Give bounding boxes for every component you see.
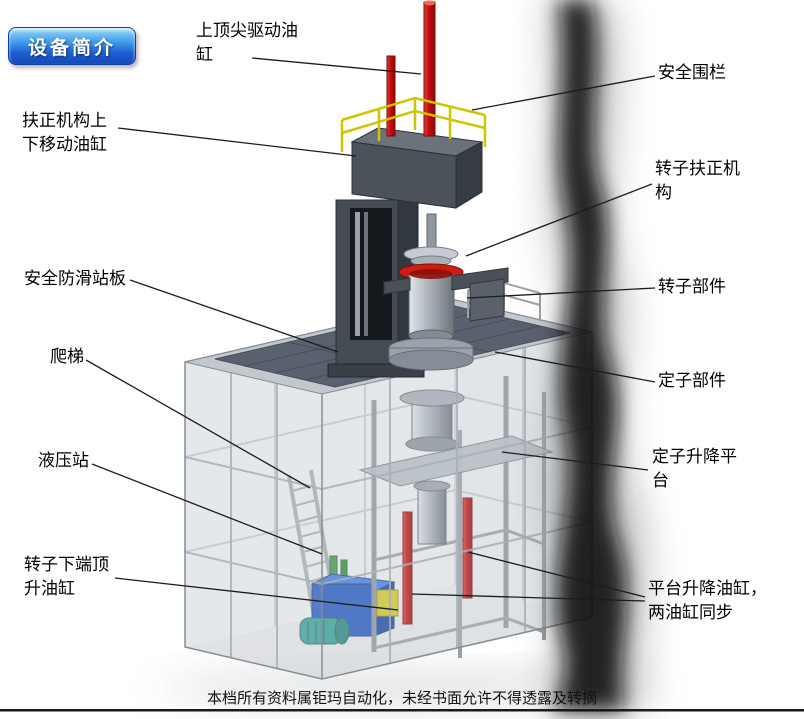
label-centering-cylinder: 扶正机构上下移动油缸 — [22, 111, 107, 155]
leader-hydraulic-station — [91, 463, 323, 555]
leader-centering-cylinder — [117, 127, 357, 157]
leader-anti-slip-platform — [129, 279, 339, 353]
label-anti-slip-platform: 安全防滑站板 — [24, 269, 126, 289]
rotor-assembly — [383, 213, 509, 371]
press-column — [327, 189, 425, 378]
label-platform-cylinders: 平台升降油缸，两油缸同步 — [648, 579, 767, 623]
slide-title-badge: 设备简介 — [8, 27, 136, 65]
enclosure-back — [184, 300, 593, 679]
leader-rotor-component — [466, 287, 656, 299]
label-rotor-component: 转子部件 — [658, 277, 726, 297]
ground-shadow — [160, 672, 620, 704]
top-drive-cylinders — [386, 0, 436, 137]
shadow-smoke — [545, 0, 650, 710]
leader-stator-lift-platform — [501, 451, 649, 471]
safety-fence — [340, 96, 487, 152]
head-assembly — [350, 127, 484, 209]
label-hydraulic-station: 液压站 — [38, 451, 89, 471]
leader-rotor-centering — [465, 183, 653, 257]
leader-stator-component — [494, 351, 656, 383]
leader-safety-fence — [471, 75, 656, 111]
leader-ladder — [85, 359, 311, 489]
label-top-tip-cylinder: 上顶尖驱动油缸 — [196, 21, 298, 65]
slide-title: 设备简介 — [27, 36, 116, 59]
leader-rotor-jack-cylinder — [114, 577, 399, 611]
leader-platform-cylinders-a — [467, 551, 646, 598]
label-stator-lift-platform: 定子升降平台 — [652, 447, 737, 491]
label-rotor-jack-cylinder: 转子下端顶升油缸 — [24, 555, 109, 599]
label-safety-fence: 安全围栏 — [658, 63, 726, 83]
platform-lift-cylinders — [402, 497, 473, 625]
label-stator-component: 定子部件 — [658, 371, 726, 391]
leader-lines — [85, 57, 656, 611]
enclosure-front — [184, 332, 593, 679]
copyright-footer: 本档所有资料属钜玛自动化，未经书面允许不得透露及转摘 — [206, 689, 597, 707]
bottom-rule — [0, 709, 804, 712]
label-ladder: 爬梯 — [50, 347, 84, 367]
stator-column — [399, 389, 465, 545]
leader-top-tip-cylinder — [251, 57, 422, 75]
leader-platform-cylinders-b — [411, 593, 646, 602]
label-rotor-centering: 转子扶正机构 — [655, 159, 740, 203]
